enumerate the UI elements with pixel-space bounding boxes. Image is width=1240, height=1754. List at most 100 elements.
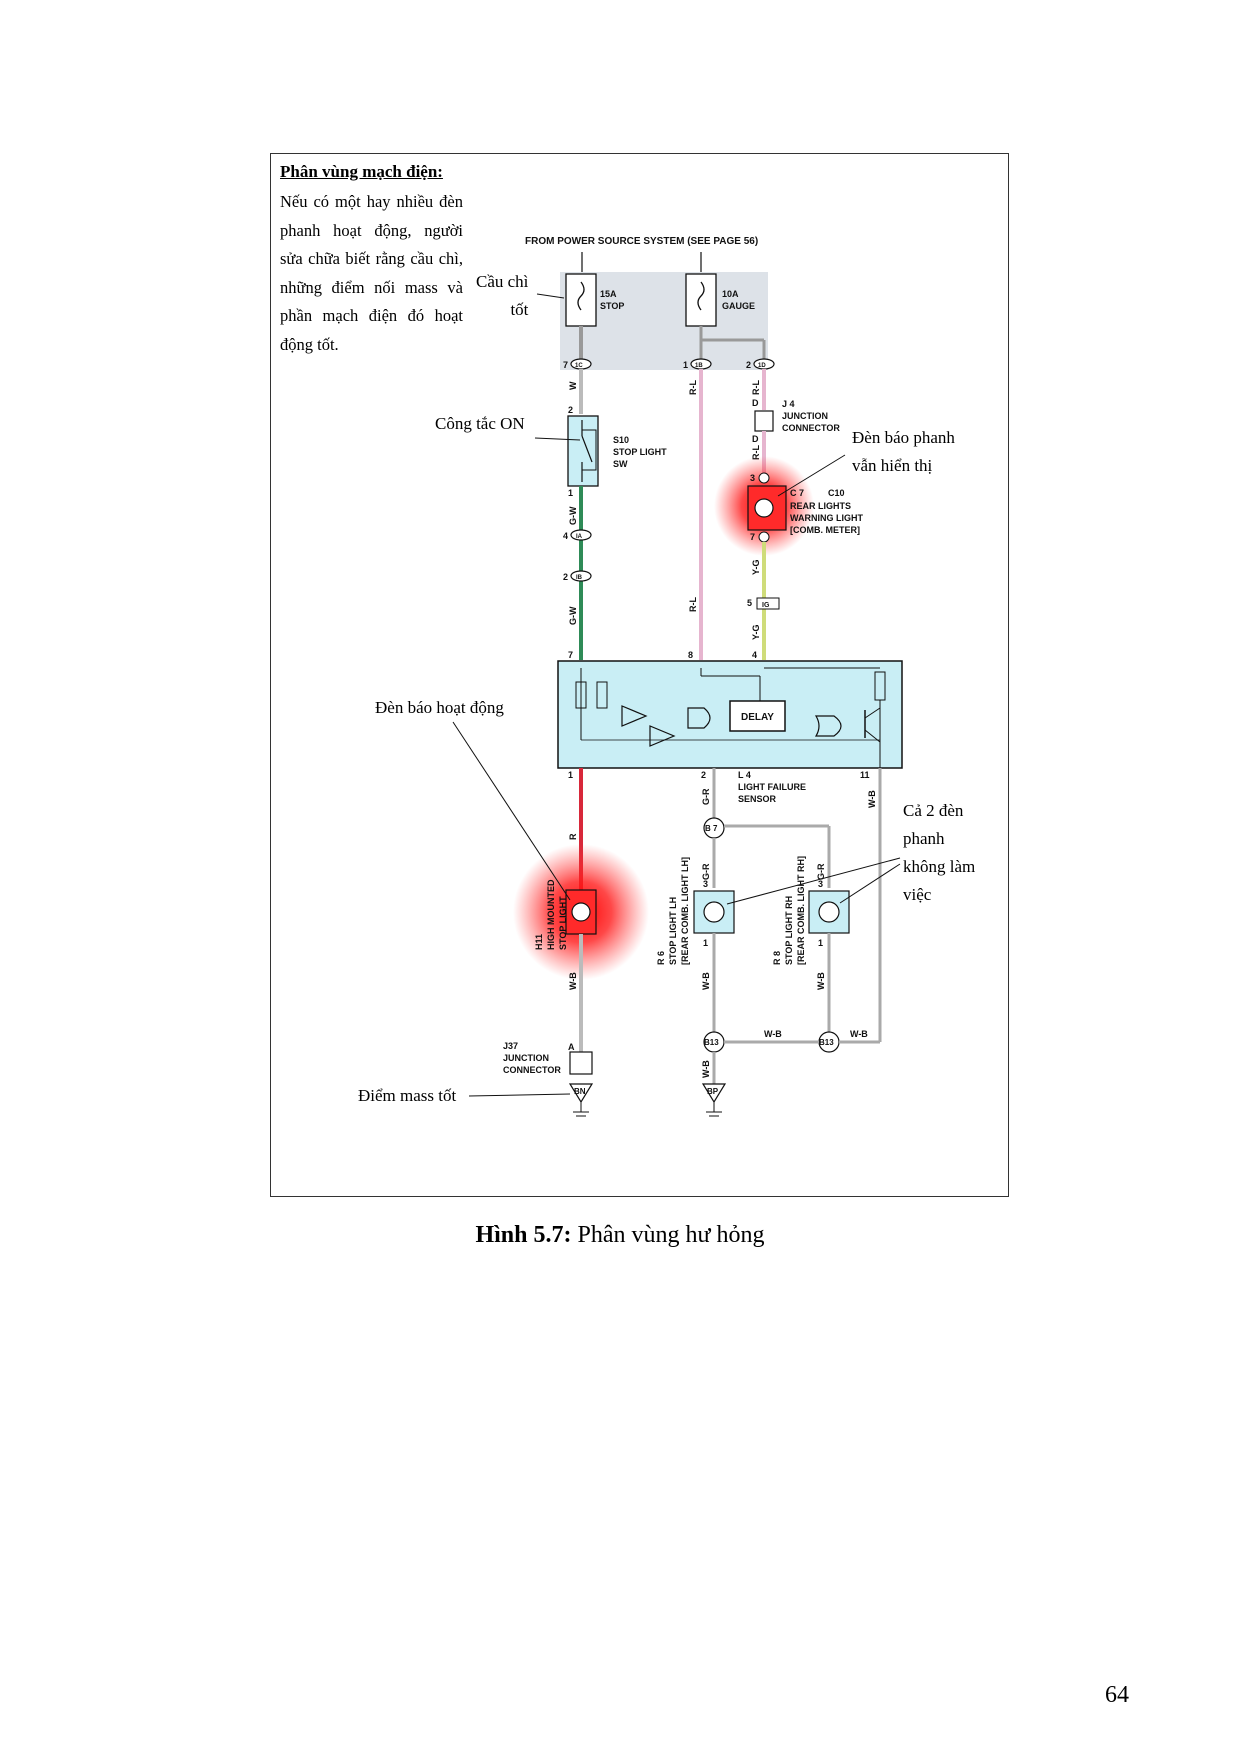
svg-text:C10: C10	[828, 488, 845, 498]
svg-text:B13: B13	[704, 1038, 719, 1047]
connector-ia-bottom: 2 IB	[563, 570, 592, 582]
svg-text:STOP LIGHT RH: STOP LIGHT RH	[784, 896, 794, 965]
svg-text:DELAY: DELAY	[741, 712, 774, 723]
svg-text:1: 1	[568, 488, 573, 498]
svg-text:B 7: B 7	[705, 824, 718, 833]
fuse-gauge-amp: 10A	[722, 289, 739, 299]
annotation-both-lights: Cả 2 đèn phanh không làm việc	[903, 801, 976, 904]
fuse-gauge	[685, 273, 717, 327]
svg-text:R-L: R-L	[688, 380, 698, 395]
svg-text:BN: BN	[574, 1087, 586, 1096]
wire-label-w: W	[568, 381, 578, 390]
svg-text:G-R: G-R	[816, 863, 826, 880]
svg-text:Y-G: Y-G	[751, 624, 761, 640]
svg-text:A: A	[568, 1042, 575, 1052]
fuse-stop-amp: 15A	[600, 289, 617, 299]
delay-block	[729, 700, 786, 732]
svg-text:R: R	[568, 833, 578, 840]
junction-connector-j37	[569, 1051, 593, 1075]
svg-text:[COMB. METER]: [COMB. METER]	[790, 525, 860, 535]
ground-bp	[701, 1083, 727, 1104]
svg-text:W-B: W-B	[850, 1029, 868, 1039]
svg-text:7: 7	[750, 532, 755, 542]
svg-text:1D: 1D	[758, 363, 766, 369]
svg-text:W-B: W-B	[867, 790, 877, 808]
svg-text:D: D	[752, 434, 759, 444]
svg-text:CONNECTOR: CONNECTOR	[782, 423, 840, 433]
svg-text:[REAR COMB. LIGHT RH]: [REAR COMB. LIGHT RH]	[796, 856, 806, 965]
svg-text:JUNCTION: JUNCTION	[503, 1053, 549, 1063]
svg-text:R-L: R-L	[751, 380, 761, 395]
page-number: 64	[1105, 1682, 1129, 1708]
power-source-label: FROM POWER SOURCE SYSTEM (SEE PAGE 56)	[525, 236, 758, 247]
svg-text:LIGHT FAILURE: LIGHT FAILURE	[738, 782, 806, 792]
connector-1b: 1 1B	[683, 358, 712, 370]
svg-text:D: D	[752, 398, 759, 408]
fuse-stop	[565, 273, 597, 327]
svg-text:R 8: R 8	[772, 951, 782, 965]
svg-text:SENSOR: SENSOR	[738, 794, 777, 804]
connector-1c: 7 1C	[563, 358, 592, 370]
svg-text:STOP LIGHT: STOP LIGHT	[558, 896, 568, 950]
svg-text:BP: BP	[707, 1087, 719, 1096]
figure-frame	[270, 153, 1009, 1197]
svg-text:W-B: W-B	[701, 1060, 711, 1078]
junction-connector-j4	[754, 410, 774, 432]
svg-text:W-B: W-B	[568, 972, 578, 990]
stop-light-switch-s10	[567, 415, 599, 487]
svg-text:7: 7	[563, 360, 568, 370]
svg-text:3: 3	[818, 879, 823, 889]
annotation-warning-light: Đèn báo phanh vẫn hiển thị	[852, 428, 955, 475]
svg-text:STOP LIGHT: STOP LIGHT	[613, 447, 667, 457]
svg-text:J 4: J 4	[782, 399, 795, 409]
annotation-ground-ok: Điểm mass tốt	[358, 1086, 457, 1105]
svg-text:STOP LIGHT LH: STOP LIGHT LH	[668, 897, 678, 965]
svg-text:1: 1	[568, 770, 573, 780]
svg-text:3: 3	[703, 879, 708, 889]
svg-text:W-B: W-B	[701, 972, 711, 990]
svg-text:SW: SW	[613, 459, 628, 469]
svg-text:W-B: W-B	[816, 972, 826, 990]
svg-text:IG: IG	[762, 602, 770, 609]
svg-text:R 6: R 6	[656, 951, 666, 965]
svg-text:B13: B13	[819, 1038, 834, 1047]
annotation-working-light: Đèn báo hoạt động	[375, 698, 504, 717]
svg-text:WARNING LIGHT: WARNING LIGHT	[790, 513, 863, 523]
svg-text:2: 2	[746, 360, 751, 370]
connector-ia-top: 4 IA	[563, 529, 592, 541]
svg-text:11: 11	[860, 770, 870, 780]
svg-text:R-L: R-L	[688, 597, 698, 612]
svg-text:1B: 1B	[695, 363, 703, 369]
svg-text:Y-G: Y-G	[751, 559, 761, 575]
svg-text:S10: S10	[613, 435, 629, 445]
svg-text:G-W: G-W	[568, 606, 578, 625]
svg-text:W-B: W-B	[764, 1029, 782, 1039]
annotation-fuse-ok: Cầu chì tốt	[476, 272, 529, 319]
annotation-switch-on: Công tắc ON	[435, 414, 525, 433]
note-title: Phân vùng mạch điện:	[280, 162, 443, 181]
svg-text:1: 1	[703, 938, 708, 948]
svg-text:REAR LIGHTS: REAR LIGHTS	[790, 501, 851, 511]
svg-text:J37: J37	[503, 1041, 518, 1051]
svg-text:G-W: G-W	[568, 506, 578, 525]
svg-text:2: 2	[563, 572, 568, 582]
svg-text:L 4: L 4	[738, 770, 751, 780]
svg-text:3: 3	[750, 473, 755, 483]
connector-ig	[756, 597, 780, 610]
svg-text:8: 8	[688, 650, 693, 660]
svg-text:[REAR COMB. LIGHT LH]: [REAR COMB. LIGHT LH]	[680, 857, 690, 965]
svg-text:7: 7	[568, 650, 573, 660]
ground-bn	[568, 1083, 594, 1104]
svg-text:1: 1	[818, 938, 823, 948]
svg-text:G-R: G-R	[701, 863, 711, 880]
fuse-gauge-name: GAUGE	[722, 301, 755, 311]
svg-text:CONNECTOR: CONNECTOR	[503, 1065, 561, 1075]
svg-text:C 7: C 7	[790, 488, 804, 498]
svg-text:2: 2	[701, 770, 706, 780]
figure-caption: Hình 5.7: Phân vùng hư hỏng	[475, 1222, 765, 1248]
svg-text:IB: IB	[576, 575, 583, 581]
connector-1d: 2 1D	[746, 358, 775, 370]
svg-text:R-L: R-L	[751, 445, 761, 460]
svg-text:G-R: G-R	[701, 788, 711, 805]
